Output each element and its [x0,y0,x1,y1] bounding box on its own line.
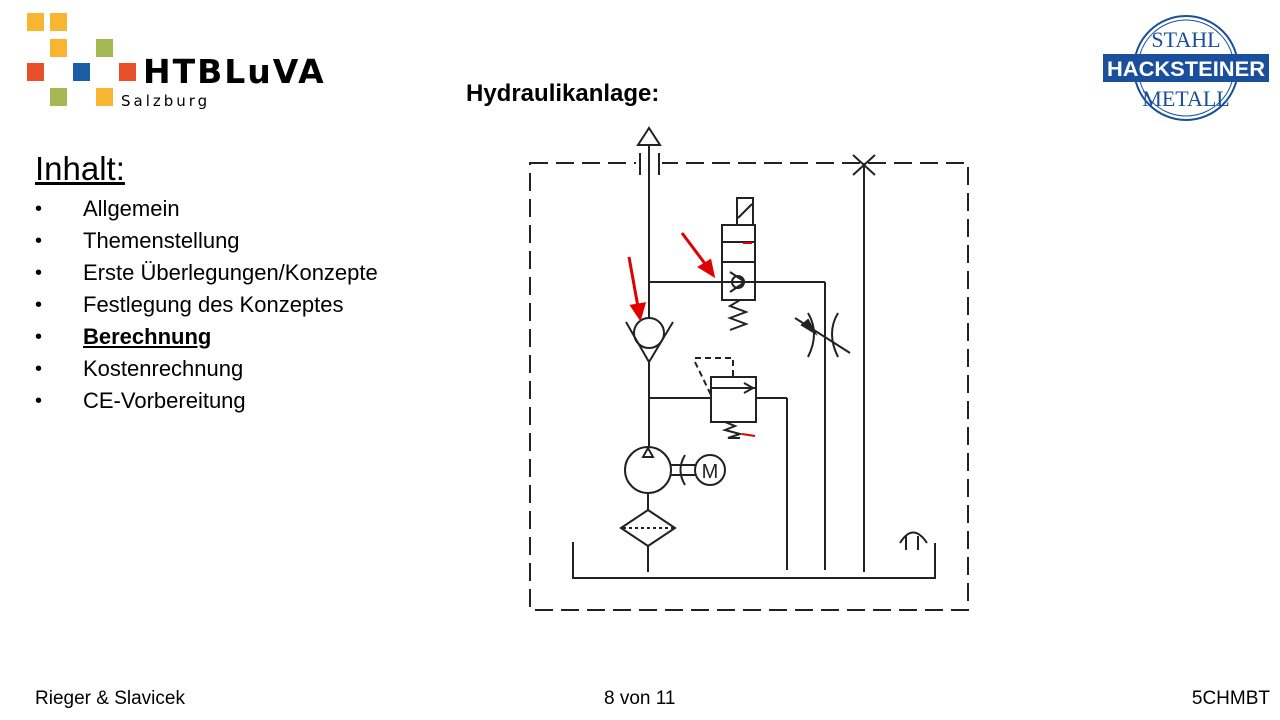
solenoid-valve [721,197,756,331]
toc-item: •Allgemein [35,196,180,221]
school-name: HTBLuVA [143,52,326,91]
pump [624,445,695,494]
outlet-port [636,126,662,146]
toc-item: •CE-Vorbereitung [35,388,246,413]
svg-text:M: M [702,461,719,483]
toc-item: •Festlegung des Konzeptes [35,292,344,317]
svg-text:STAHL: STAHL [1151,27,1220,52]
footer-authors: Rieger & Slavicek [35,688,185,709]
htbluva-logo [24,13,324,113]
school-city: Salzburg [121,92,211,110]
hacksteiner-logo: STAHL HACKSTEINER METALL [1103,15,1269,121]
toc-item: •Erste Überlegungen/Konzepte [35,260,378,285]
toc-item: •Kostenrechnung [35,356,244,381]
svg-text:METALL: METALL [1142,86,1229,111]
check-valve [625,317,674,364]
svg-text:HACKSTEINER: HACKSTEINER [1107,58,1265,81]
toc-item-active: •Berechnung [35,324,212,349]
footer-class: 5CHMBT [1191,688,1270,709]
slide-title: Hydraulikanlage: [466,80,660,107]
filter [619,508,677,548]
motor: M [694,454,726,486]
throttle-valve [794,312,851,358]
breather [899,531,928,550]
toc-heading: Inhalt: [35,150,125,187]
tank [572,542,936,579]
toc-item: •Themenstellung [35,228,240,253]
annotation-arrow [627,232,716,322]
system-boundary [529,162,969,611]
relief-valve [694,357,757,439]
toc-list: •Allgemein •Themenstellung •Erste Überle… [35,193,378,417]
page-number: 8 von 11 [604,688,676,709]
